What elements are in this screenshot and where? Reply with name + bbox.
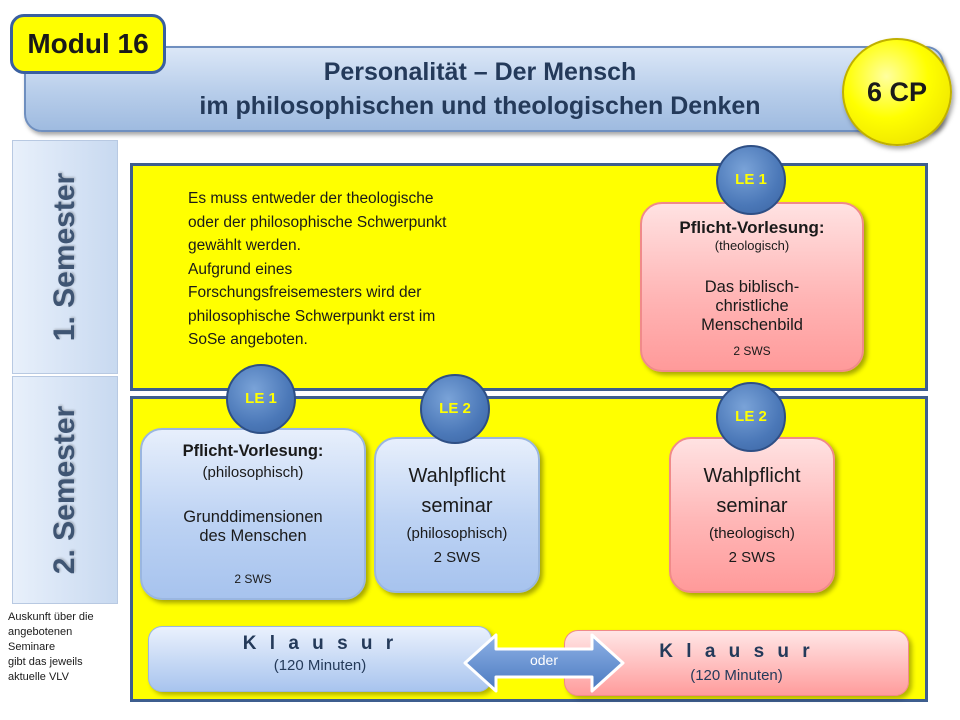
- course-title-line: christliche: [715, 297, 789, 315]
- course-subtitle: (theologisch): [709, 525, 795, 542]
- course-heading: Pflicht-Vorlesung:: [182, 442, 324, 460]
- semester-1-bar: [12, 140, 118, 374]
- course-title-line: Wahlpflicht: [408, 465, 506, 487]
- course-sws: 2 SWS: [234, 572, 272, 586]
- note-line: philosophische Schwerpunkt erst im: [188, 307, 436, 325]
- auskunft-line: Auskunft über die: [8, 611, 94, 623]
- note-line: Aufgrund eines: [188, 260, 293, 278]
- course-subtitle: (theologisch): [714, 238, 790, 253]
- exam-title: K l a u s u r: [242, 633, 398, 654]
- oder-label: oder: [529, 652, 559, 668]
- course-title-line: Wahlpflicht: [703, 465, 801, 487]
- le-badge: LE 2: [420, 374, 490, 444]
- note-line: Es muss entweder der theologische: [188, 190, 434, 207]
- course-box-philo-lecture[interactable]: Pflicht-Vorlesung: (philosophisch) Grund…: [140, 428, 366, 600]
- auskunft-note: Auskunft über die angebotenen Seminare g…: [8, 610, 126, 685]
- exam-title: K l a u s u r: [659, 641, 814, 662]
- title-banner: [24, 46, 944, 132]
- course-title-line: des Menschen: [199, 527, 307, 545]
- module-title-line2: im philosophischen und theologischen Den…: [199, 92, 761, 120]
- module-number-badge: Modul 16: [10, 14, 166, 74]
- exam-box-theo[interactable]: K l a u s u r (120 Minuten): [564, 630, 909, 696]
- semester-1-label: 1. Semester: [48, 172, 82, 342]
- le-badge: LE 2: [716, 382, 786, 452]
- note-line: oder der philosophische Schwerpunkt: [188, 213, 447, 231]
- course-title-line: Das biblisch-: [704, 278, 800, 296]
- course-title-line: Grunddimensionen: [183, 508, 323, 526]
- note-line: Forschungsfreisemesters wird der: [188, 284, 422, 301]
- le-badge: LE 1: [226, 364, 296, 434]
- course-title-line: seminar: [716, 495, 788, 517]
- le-badge: LE 1: [716, 145, 786, 215]
- course-box-theo-lecture[interactable]: Pflicht-Vorlesung: (theologisch) Das bib…: [640, 202, 864, 372]
- double-arrow-icon: [463, 633, 625, 693]
- schwerpunkt-note: Es muss entweder der theologische oder d…: [188, 187, 528, 352]
- course-title-line: Menschenbild: [701, 316, 803, 334]
- course-sws: 2 SWS: [728, 549, 776, 566]
- note-line: gewählt werden.: [188, 237, 301, 254]
- course-subtitle: (philosophisch): [202, 464, 304, 481]
- semester-2-bar: [12, 376, 118, 604]
- course-heading: Pflicht-Vorlesung:: [679, 218, 825, 237]
- course-subtitle: (philosophisch): [406, 525, 508, 542]
- exam-duration: (120 Minuten): [273, 657, 367, 674]
- course-sws: 2 SWS: [433, 549, 481, 566]
- semester-2-label: 2. Semester: [48, 405, 82, 575]
- auskunft-line: gibt das jeweils: [8, 656, 83, 668]
- exam-duration: (120 Minuten): [690, 667, 783, 684]
- course-box-wahl-philo[interactable]: Wahlpflicht seminar (philosophisch) 2 SW…: [374, 437, 540, 593]
- course-sws: 2 SWS: [733, 344, 771, 358]
- auskunft-line: angebotenen: [8, 626, 73, 638]
- auskunft-line: Seminare: [8, 641, 56, 653]
- auskunft-line: aktuelle VLV: [8, 671, 69, 683]
- note-line: SoSe angeboten.: [188, 331, 308, 348]
- course-title-line: seminar: [421, 495, 493, 517]
- exam-box-philo[interactable]: K l a u s u r (120 Minuten): [148, 626, 492, 692]
- course-box-wahl-theo[interactable]: Wahlpflicht seminar (theologisch) 2 SWS: [669, 437, 835, 593]
- module-title-line1: Personalität – Der Mensch: [323, 58, 637, 86]
- credit-points-badge: 6 CP: [842, 38, 952, 146]
